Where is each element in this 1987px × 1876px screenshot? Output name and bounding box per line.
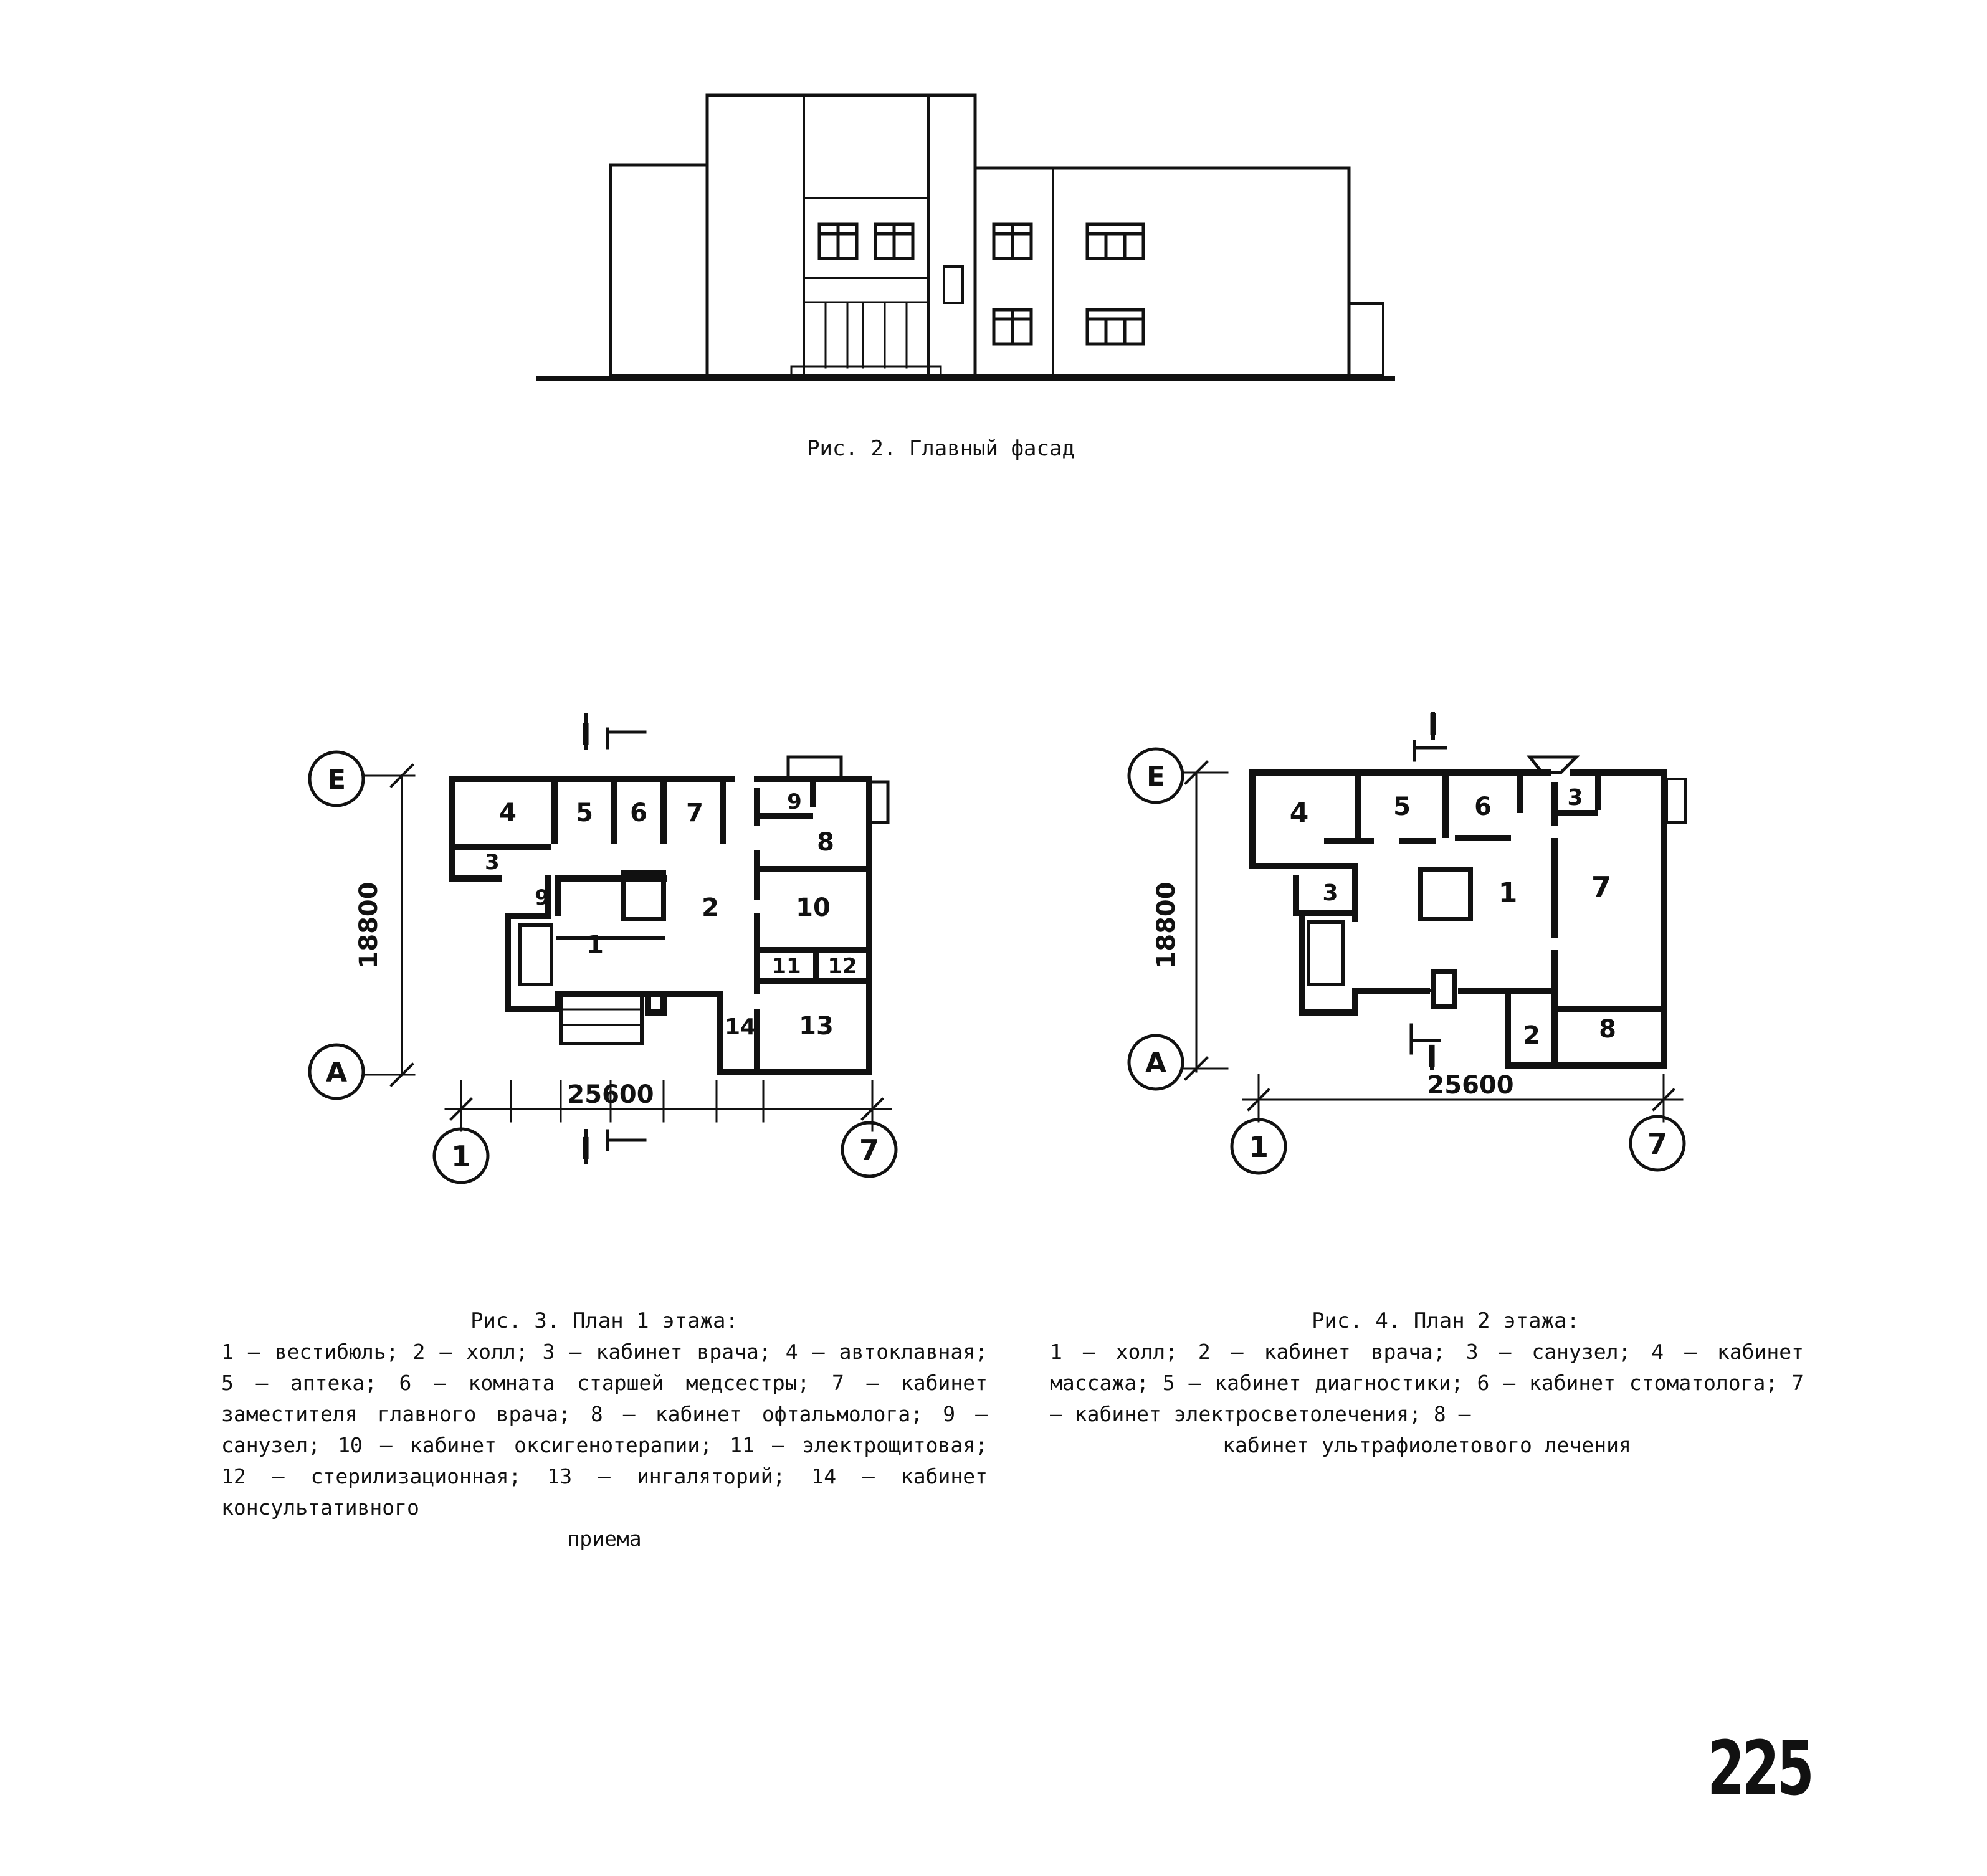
plan1-room-label: 7 bbox=[686, 799, 703, 827]
figure3-legend-text: 1 – вестибюль; 2 – холл; 3 – кабинет вра… bbox=[221, 1340, 988, 1520]
plan1-room-label: 1 bbox=[586, 931, 604, 959]
plan1-room-label: 12 bbox=[827, 954, 857, 979]
plan1-room-label: 3 bbox=[485, 850, 500, 875]
figure4-legend-text: 1 – холл; 2 – кабинет врача; 3 – санузел… bbox=[1050, 1340, 1804, 1426]
plan1-dim-vertical: 18800 bbox=[355, 882, 383, 968]
figure3-caption-title: Рис. 3. План 1 этажа: bbox=[470, 1308, 738, 1333]
plan2-room-label: 5 bbox=[1393, 793, 1411, 821]
figure4-legend-end: кабинет ультрафиолетового лечения bbox=[1222, 1433, 1631, 1457]
plan2-axis-bottom: А bbox=[1145, 1047, 1166, 1079]
plan1-section-bottom: I bbox=[580, 1131, 591, 1166]
plan1-room-label: 10 bbox=[796, 893, 831, 922]
figure4-caption: Рис. 4. План 2 этажа: bbox=[1047, 1305, 1844, 1336]
plan1-room-label: 13 bbox=[799, 1012, 834, 1040]
figure4-caption-title: Рис. 4. План 2 этажа: bbox=[1312, 1308, 1580, 1333]
plan2-room-label: 4 bbox=[1290, 798, 1309, 829]
figure2-caption: Рис. 2. Главный фасад bbox=[704, 433, 1178, 464]
plan2-dim-vertical: 18800 bbox=[1152, 882, 1181, 968]
plan1-section-top: I bbox=[580, 718, 591, 753]
plan2-axis-right: 7 bbox=[1647, 1127, 1667, 1161]
plan2-room-label: 1 bbox=[1499, 877, 1518, 909]
plan1-axis-right: 7 bbox=[859, 1133, 879, 1167]
page-number: 225 bbox=[1707, 1726, 1814, 1812]
plan1-room-label: 5 bbox=[576, 799, 593, 827]
plan1-axis-bottom: А bbox=[326, 1057, 347, 1088]
plan1-room-label: 9 bbox=[535, 885, 550, 910]
plan2-section-top: I bbox=[1427, 708, 1439, 743]
plan1-room-label: 6 bbox=[630, 799, 647, 827]
plan2-dim-horizontal: 25600 bbox=[1427, 1071, 1513, 1100]
figure3-legend-end: приема bbox=[567, 1526, 642, 1551]
plan2-room-label: 6 bbox=[1474, 793, 1492, 821]
plan1-room-label: 8 bbox=[817, 828, 834, 857]
plan1-room-label: 9 bbox=[787, 789, 802, 814]
plan1-axis-top: Е bbox=[327, 764, 346, 796]
plan1-axis-left: 1 bbox=[451, 1140, 471, 1173]
plan1-room-label: 14 bbox=[725, 1014, 756, 1040]
plan2-room-label: 7 bbox=[1591, 870, 1611, 904]
floor-plan-2 bbox=[1127, 712, 1687, 1175]
plan1-dim-horizontal: 25600 bbox=[567, 1080, 654, 1109]
figure4-legend: 1 – холл; 2 – кабинет врача; 3 – санузел… bbox=[1050, 1336, 1804, 1461]
figure2-caption-text: Рис. 2. Главный фасад bbox=[807, 436, 1075, 461]
facade-drawing bbox=[536, 93, 1395, 381]
plan1-room-label: 11 bbox=[771, 954, 801, 979]
floor-plan-1 bbox=[308, 713, 898, 1184]
plan1-room-label: 2 bbox=[702, 893, 719, 922]
plan1-room-label: 4 bbox=[499, 799, 517, 827]
plan2-axis-left: 1 bbox=[1249, 1130, 1269, 1164]
plan2-room-label: 3 bbox=[1322, 880, 1338, 906]
plan2-room-label: 8 bbox=[1599, 1015, 1616, 1044]
plan2-axis-top: Е bbox=[1146, 761, 1165, 793]
figure3-legend: 1 – вестибюль; 2 – холл; 3 – кабинет вра… bbox=[221, 1336, 988, 1555]
plan2-room-label: 2 bbox=[1523, 1021, 1540, 1050]
plan2-room-label: 3 bbox=[1567, 785, 1583, 811]
figure3-caption: Рис. 3. План 1 этажа: bbox=[206, 1305, 1003, 1336]
plan2-section-bottom: I bbox=[1426, 1039, 1437, 1074]
